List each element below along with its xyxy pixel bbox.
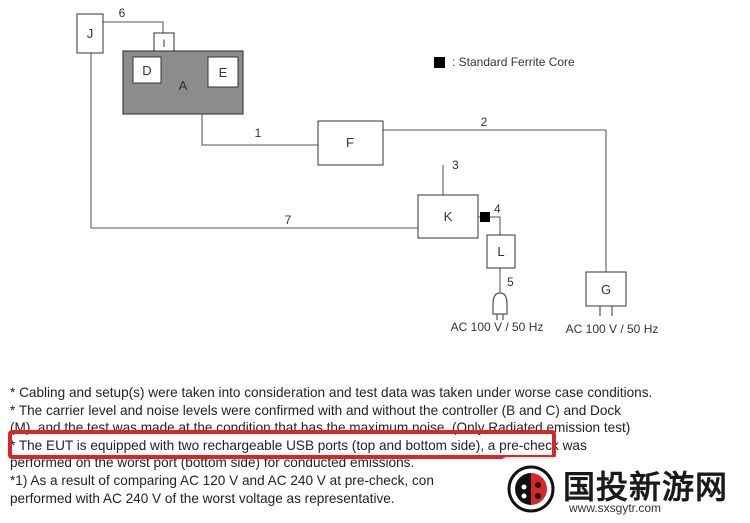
note-line: performed on the worst port (bottom side… bbox=[10, 455, 415, 471]
node-d-box bbox=[132, 56, 162, 84]
power-label-left: AC 100 V / 50 Hz bbox=[451, 320, 544, 334]
notes-section: * Cabling and setup(s) were taken into c… bbox=[10, 384, 750, 507]
cable-1-line bbox=[201, 114, 318, 146]
cable-7-label: 7 bbox=[285, 213, 292, 227]
cable-2-label: 2 bbox=[481, 115, 488, 129]
node-l-box bbox=[486, 234, 516, 269]
node-j-label: J bbox=[87, 26, 94, 41]
watermark-badge: 国投新游网 www.sxsgytr.com bbox=[501, 457, 746, 521]
note-line: * The EUT is equipped with two rechargea… bbox=[10, 437, 587, 453]
node-k-box bbox=[417, 194, 479, 239]
node-g-box bbox=[585, 271, 627, 307]
power-label-right: AC 100 V / 50 Hz bbox=[566, 322, 659, 336]
watermark-title: 国投新游网 bbox=[563, 469, 729, 505]
node-k-label: K bbox=[444, 209, 453, 224]
node-i-box bbox=[153, 32, 175, 52]
node-e-label: E bbox=[219, 65, 228, 80]
cable-1-label: 1 bbox=[255, 126, 262, 140]
cable-4-label: 4 bbox=[494, 202, 501, 216]
node-l-label: L bbox=[497, 244, 504, 259]
note-line: * Cabling and setup(s) were taken into c… bbox=[10, 385, 653, 400]
node-i-label: I bbox=[162, 38, 165, 50]
note-line: * The carrier level and noise levels wer… bbox=[10, 402, 622, 418]
watermark-url: www.sxsgytr.com bbox=[569, 501, 662, 515]
red-highlight-box bbox=[8, 430, 556, 459]
cable-6-label: 6 bbox=[119, 6, 126, 20]
node-f-label: F bbox=[346, 135, 354, 150]
cable-3-label: 3 bbox=[452, 158, 459, 172]
cable-5-label: 5 bbox=[507, 275, 514, 289]
legend-label: : Standard Ferrite Core bbox=[452, 55, 575, 69]
note-line: *1) As a result of comparing AC 120 V an… bbox=[10, 472, 434, 488]
cable-6-line bbox=[103, 21, 164, 33]
ladybug-logo-icon bbox=[507, 465, 555, 513]
node-d-label: D bbox=[142, 63, 151, 78]
plug-left-icon bbox=[492, 292, 508, 320]
cable-2-line bbox=[383, 129, 607, 272]
cable-7-line bbox=[90, 53, 418, 229]
node-e-box bbox=[207, 56, 239, 88]
node-g-label: G bbox=[601, 282, 611, 297]
legend-ferrite-swatch bbox=[434, 57, 445, 68]
plug-right-icon bbox=[599, 306, 613, 316]
node-a-label: A bbox=[179, 78, 188, 93]
node-j-box bbox=[76, 13, 104, 54]
note-line: performed with AC 240 V of the worst vol… bbox=[10, 490, 395, 506]
node-f-box bbox=[317, 120, 384, 166]
ferrite-core-marker bbox=[480, 212, 490, 222]
